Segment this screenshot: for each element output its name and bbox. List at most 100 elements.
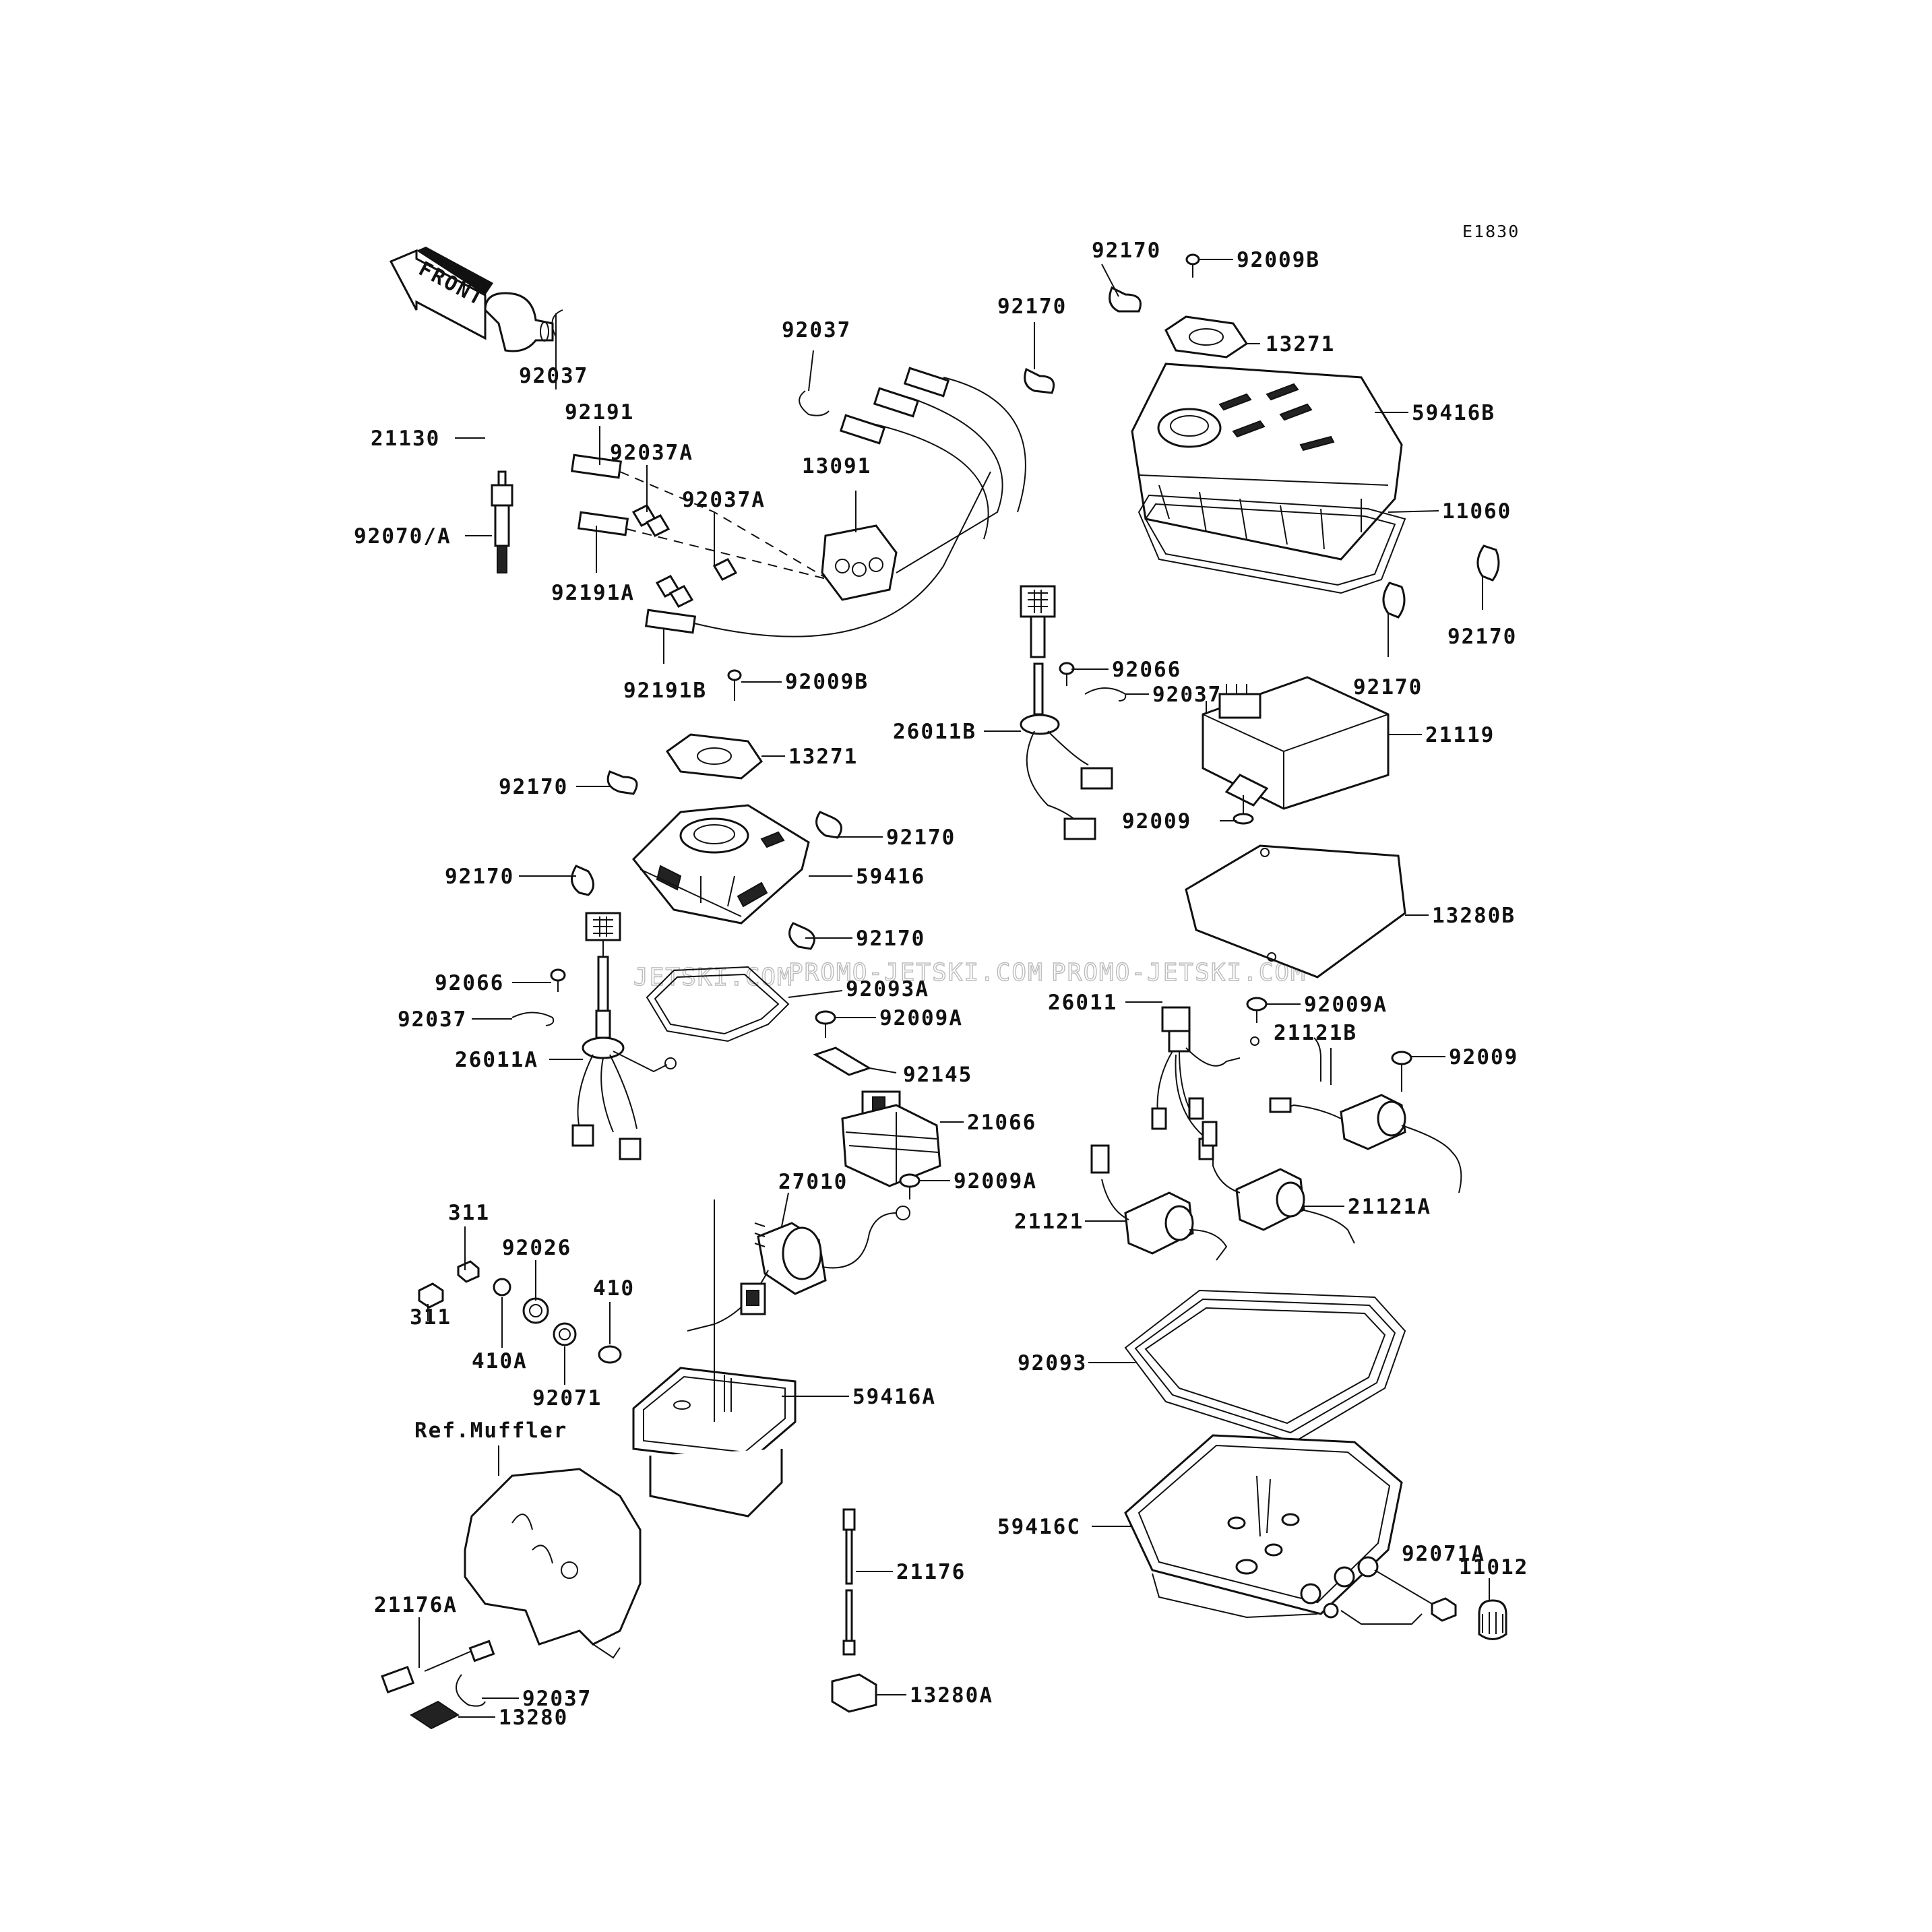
label-21130: 21130 [371, 427, 440, 451]
label-26011b: 26011B [893, 720, 976, 744]
bolt-92009b-top [1185, 253, 1200, 278]
clamp-92170-right-a [1476, 544, 1500, 582]
front-arrow-icon: FRONT [389, 247, 493, 340]
label-92037a: 92037A [610, 441, 693, 465]
label-13280a: 13280A [910, 1683, 993, 1708]
label-92009: 92009 [1449, 1045, 1518, 1069]
label-92093a: 92093A [846, 977, 929, 1001]
label-21066: 21066 [967, 1111, 1036, 1135]
label-13091: 13091 [802, 454, 871, 478]
label-27010: 27010 [778, 1170, 848, 1194]
label-92066: 92066 [1112, 658, 1181, 682]
label-13271: 13271 [788, 745, 858, 769]
label-13271: 13271 [1266, 332, 1335, 356]
label-59416b: 59416B [1412, 401, 1495, 425]
label-92009: 92009 [1122, 809, 1191, 834]
bracket-92145 [813, 1047, 872, 1076]
label-92170: 92170 [997, 294, 1067, 319]
wire-paths [619, 377, 1026, 637]
label-92191a: 92191A [551, 581, 635, 605]
wire-tubes [570, 367, 950, 634]
bolt-92009a-relay [899, 1173, 921, 1199]
gasket-92093 [1124, 1289, 1406, 1443]
label-92009a: 92009A [879, 1006, 963, 1030]
plug-cap-21130 [484, 292, 554, 352]
label-92009a: 92009A [954, 1169, 1037, 1193]
gasket-13271-top [1164, 315, 1249, 359]
label-92037: 92037 [519, 364, 588, 388]
relay-27010 [687, 1206, 910, 1332]
harness-26011 [1151, 1006, 1241, 1160]
label-92009b: 92009B [1237, 248, 1320, 272]
label-92037: 92037 [522, 1687, 592, 1711]
label-92037a: 92037A [682, 488, 766, 512]
bolt-92009a-right [1246, 997, 1268, 1046]
label-92145: 92145 [903, 1063, 972, 1087]
gasket-11060 [1138, 494, 1406, 594]
ring-92037-left [511, 1011, 555, 1026]
label-92070a: 92070/A [354, 524, 451, 549]
label-92170: 92170 [445, 865, 514, 889]
watermark-3: PROMO-JETSKI.COM [1051, 959, 1307, 987]
label-21119: 21119 [1425, 723, 1495, 747]
clamp-92170-top-a [1109, 286, 1142, 313]
label-92170: 92170 [1353, 675, 1423, 699]
label-21121b: 21121B [1274, 1021, 1357, 1045]
label-21121: 21121 [1014, 1210, 1084, 1234]
label-92170: 92170 [1092, 239, 1161, 263]
sensor-21176 [842, 1508, 856, 1656]
label-59416c: 59416C [997, 1515, 1081, 1539]
label-92066: 92066 [435, 971, 504, 995]
muffler-reference [464, 1468, 642, 1659]
regulator-21066 [841, 1090, 941, 1187]
small-clips [551, 309, 830, 608]
coil-21121 [1090, 1144, 1228, 1261]
bolt-92009a-mid [815, 1010, 836, 1038]
clamp-92170-right-b [1382, 582, 1406, 619]
clamp-92170-mid-b [815, 811, 842, 839]
gasket-13271-mid [665, 733, 763, 780]
bolt-92009-right [1391, 1051, 1412, 1092]
label-92037: 92037 [782, 318, 851, 342]
label-11060: 11060 [1442, 499, 1512, 524]
label-59416a: 59416A [852, 1385, 936, 1409]
label-92093: 92093 [1018, 1351, 1087, 1375]
harness-26011a [571, 912, 677, 1160]
label-21121a: 21121A [1348, 1195, 1431, 1219]
watermark-2: PROMO-JETSKI.COM [788, 959, 1044, 987]
wire-holder-13091 [821, 524, 898, 601]
label-26011: 26011 [1048, 991, 1117, 1015]
coil-21121b [1269, 1037, 1462, 1193]
label-92170: 92170 [886, 825, 956, 850]
clamp-92170-mid-c [571, 865, 594, 896]
upper-cover-59416b [1131, 363, 1403, 561]
label-92191: 92191 [565, 400, 634, 425]
coil-21121a [1202, 1121, 1355, 1244]
label-92170: 92170 [499, 775, 568, 799]
pad-13280 [410, 1700, 460, 1730]
label-92026: 92026 [502, 1236, 571, 1260]
label-311: 311 [410, 1305, 451, 1330]
harness-26011b [1020, 585, 1113, 840]
part-labels: 92170 92009B 92170 13271 59416B 11060 92… [354, 239, 1527, 1730]
label-26011a: 26011A [455, 1048, 538, 1072]
ring-92037-right [1084, 687, 1127, 702]
label-92071a: 92071A [1402, 1542, 1485, 1566]
nut-92071a [1431, 1597, 1457, 1622]
sensor-21176a [381, 1640, 495, 1693]
diagram-code: E1830 [1462, 222, 1520, 241]
pad-13280a [831, 1673, 877, 1713]
cover-59416 [631, 804, 810, 925]
spark-plug-92070a [491, 470, 513, 573]
label-21176: 21176 [896, 1560, 966, 1584]
label-92191b: 92191B [623, 679, 707, 703]
screw-92066-right [1059, 662, 1075, 686]
washers-nuts [418, 1260, 622, 1364]
leader-lines [418, 259, 1490, 1718]
label-92071: 92071 [532, 1386, 602, 1410]
label-92009b: 92009B [785, 670, 869, 694]
label-59416: 59416 [856, 865, 925, 889]
bolt-92009b-mid [727, 669, 742, 701]
label-92037: 92037 [398, 1007, 467, 1032]
